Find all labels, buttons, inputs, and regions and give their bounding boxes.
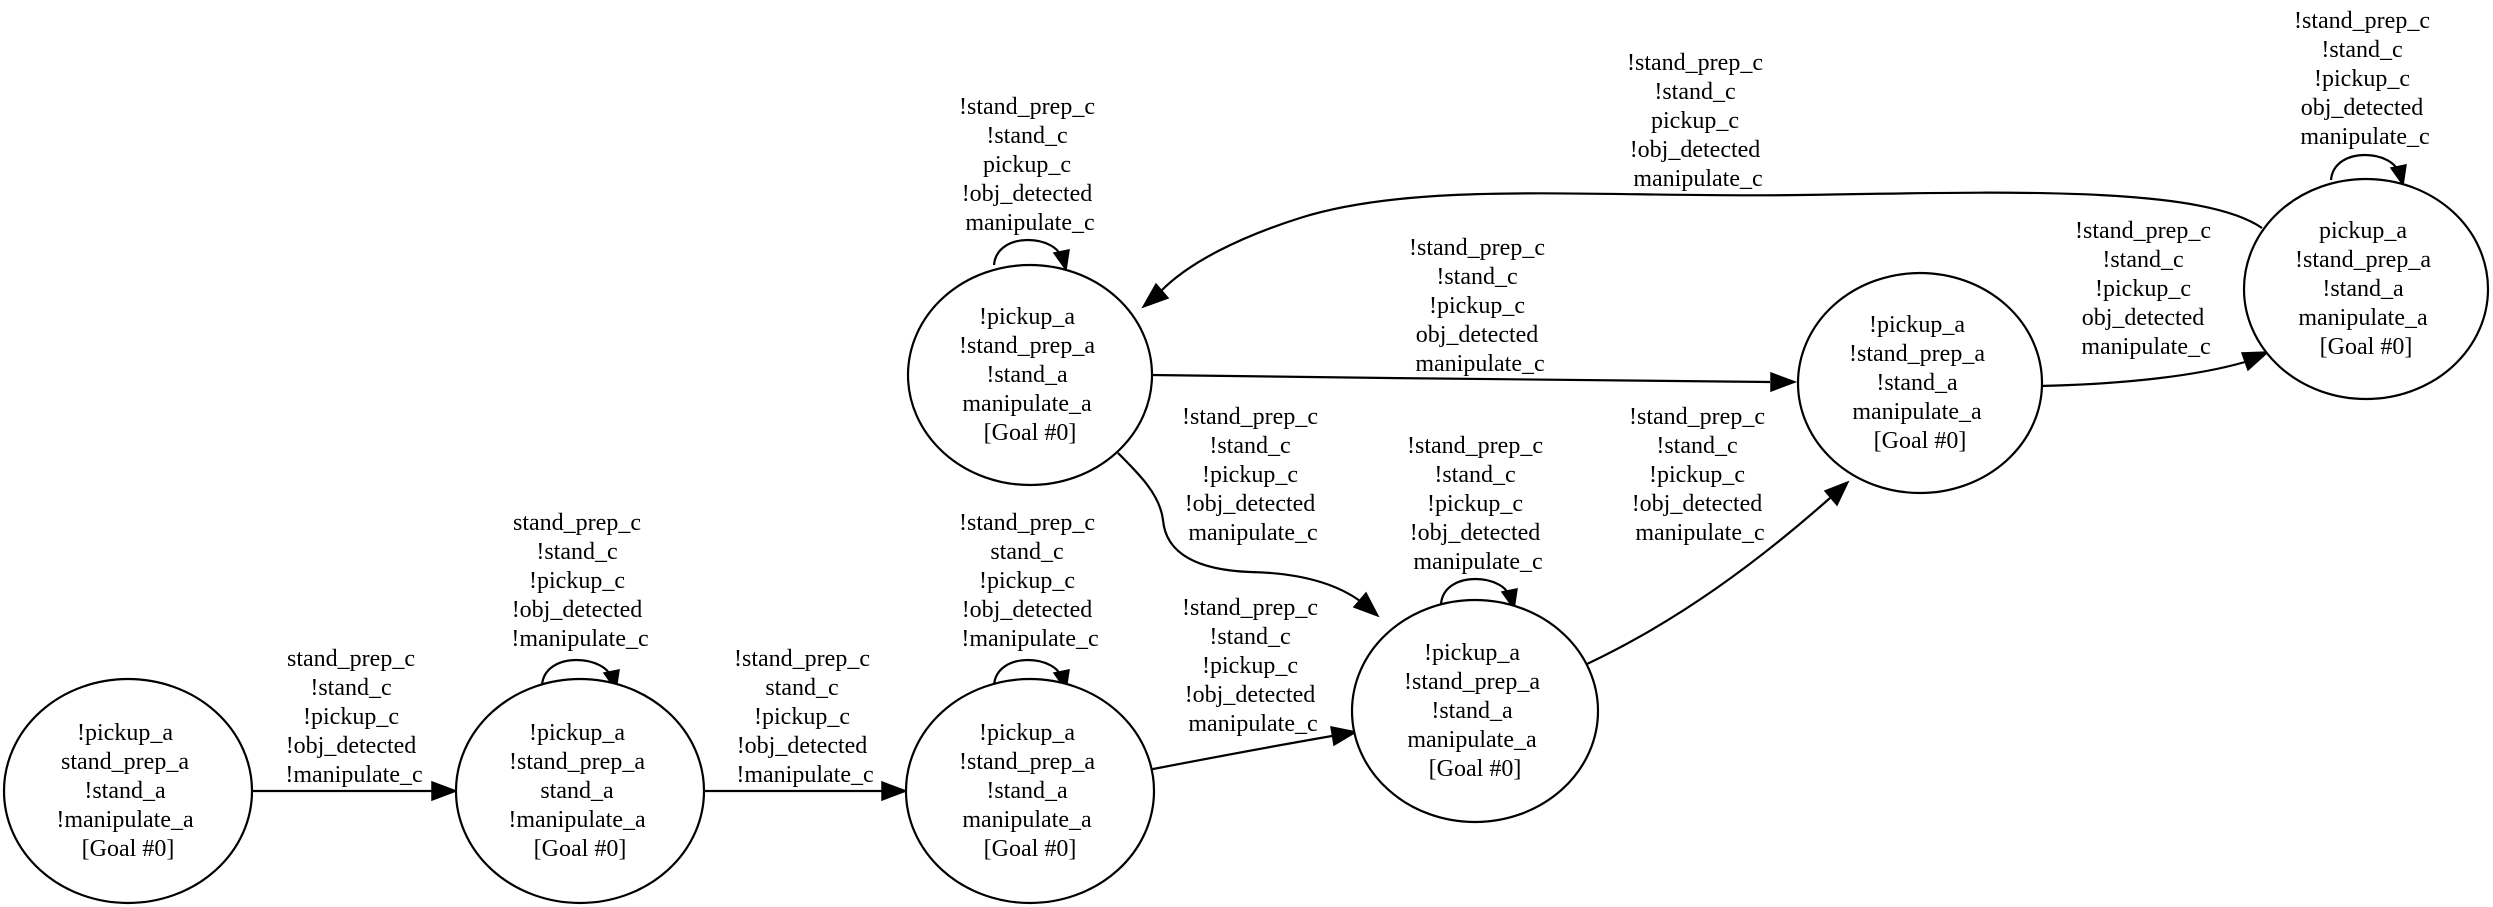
- state-node-n2: !pickup_a !stand_prep_a !stand_a manipul…: [904, 677, 1156, 905]
- edge-label-e9: !stand_prep_c !stand_c !pickup_c !obj_de…: [1629, 404, 1771, 546]
- edge-label-e0: stand_prep_c !stand_c !pickup_c !obj_det…: [285, 646, 422, 788]
- edge-label-e8: !stand_prep_c !stand_c !pickup_c !obj_de…: [1407, 433, 1549, 575]
- edge-e0: stand_prep_c !stand_c !pickup_c !obj_det…: [253, 646, 459, 802]
- edge-label-e4: !stand_prep_c !stand_c !pickup_c !obj_de…: [1182, 595, 1324, 737]
- edge-e4: !stand_prep_c !stand_c !pickup_c !obj_de…: [1147, 595, 1359, 772]
- edge-e11: !stand_prep_c !stand_c !pickup_c obj_det…: [2294, 8, 2436, 187]
- edge-label-e10: !stand_prep_c !stand_c !pickup_c obj_det…: [2075, 218, 2217, 360]
- edge-e10: !stand_prep_c !stand_c !pickup_c obj_det…: [2039, 218, 2271, 388]
- edge-e5: !stand_prep_c !stand_c pickup_c !obj_det…: [959, 94, 1101, 272]
- state-node-n0: !pickup_a stand_prep_a !stand_a !manipul…: [2, 677, 254, 905]
- edge-label-e3: !stand_prep_c stand_c !pickup_c !obj_det…: [959, 510, 1101, 652]
- edge-e3: !stand_prep_c stand_c !pickup_c !obj_det…: [959, 510, 1101, 692]
- edge-label-e2: !stand_prep_c stand_c !pickup_c !obj_det…: [734, 646, 876, 788]
- edge-e7: !stand_prep_c !stand_c !pickup_c !obj_de…: [1117, 404, 1380, 618]
- edge-e12: !stand_prep_c !stand_c pickup_c !obj_det…: [1141, 50, 2263, 309]
- state-node-n6: pickup_a !stand_prep_a !stand_a manipula…: [2242, 177, 2490, 401]
- node-label-n4: !pickup_a !stand_prep_a !stand_a manipul…: [1404, 640, 1546, 782]
- node-label-n1: !pickup_a !stand_prep_a stand_a !manipul…: [508, 720, 651, 862]
- edge-label-e1: stand_prep_c !stand_c !pickup_c !obj_det…: [511, 510, 648, 652]
- node-label-n0: !pickup_a stand_prep_a !stand_a !manipul…: [56, 720, 199, 862]
- state-node-n5: !pickup_a !stand_prep_a !stand_a manipul…: [1796, 271, 2044, 495]
- node-label-n3: !pickup_a !stand_prep_a !stand_a manipul…: [959, 304, 1101, 446]
- edge-label-e7: !stand_prep_c !stand_c !pickup_c !obj_de…: [1182, 404, 1324, 546]
- node-label-n6: pickup_a !stand_prep_a !stand_a manipula…: [2295, 218, 2437, 360]
- node-label-n5: !pickup_a !stand_prep_a !stand_a manipul…: [1849, 312, 1991, 454]
- edge-label-e5: !stand_prep_c !stand_c pickup_c !obj_det…: [959, 94, 1101, 236]
- edge-e8: !stand_prep_c !stand_c !pickup_c !obj_de…: [1407, 433, 1549, 611]
- edge-label-e6: !stand_prep_c !stand_c !pickup_c obj_det…: [1409, 235, 1551, 377]
- state-node-n3: !pickup_a !stand_prep_a !stand_a manipul…: [906, 263, 1154, 487]
- state-node-n4: !pickup_a !stand_prep_a !stand_a manipul…: [1350, 598, 1600, 824]
- state-node-n1: !pickup_a !stand_prep_a stand_a !manipul…: [454, 677, 706, 905]
- edge-label-e11: !stand_prep_c !stand_c !pickup_c obj_det…: [2294, 8, 2436, 150]
- edge-e2: !stand_prep_c stand_c !pickup_c !obj_det…: [703, 646, 909, 802]
- node-label-n2: !pickup_a !stand_prep_a !stand_a manipul…: [959, 720, 1101, 862]
- edge-label-e12: !stand_prep_c !stand_c pickup_c !obj_det…: [1627, 50, 1769, 192]
- edge-e1: stand_prep_c !stand_c !pickup_c !obj_det…: [511, 510, 649, 692]
- edge-e6: !stand_prep_c !stand_c !pickup_c obj_det…: [1150, 235, 1798, 393]
- edge-e9: !stand_prep_c !stand_c !pickup_c !obj_de…: [1586, 404, 1850, 665]
